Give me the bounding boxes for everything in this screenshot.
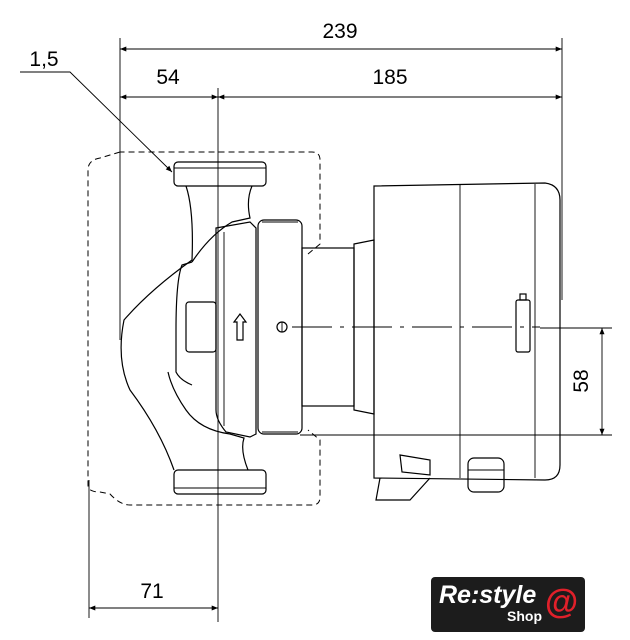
logo-sub: Shop	[507, 608, 542, 624]
logo-brand: Re:style	[439, 581, 537, 609]
dim-port-offset: 71	[140, 580, 163, 603]
dim-housing-offset: 54	[156, 66, 180, 89]
extension-lines	[88, 38, 612, 622]
dim-axis-height: 58	[570, 369, 593, 392]
logo-cart-icon: @	[545, 583, 579, 621]
dimension-lines	[20, 46, 605, 611]
motor-body	[373, 182, 561, 501]
clearance-outline	[87, 151, 321, 506]
dim-thread-size: 1,5	[29, 48, 58, 71]
dim-overall-length: 239	[322, 20, 357, 43]
dim-motor-length: 185	[372, 66, 407, 89]
pump-housing	[120, 161, 375, 495]
restyle-shop-logo: Re:style Shop @	[431, 577, 585, 632]
